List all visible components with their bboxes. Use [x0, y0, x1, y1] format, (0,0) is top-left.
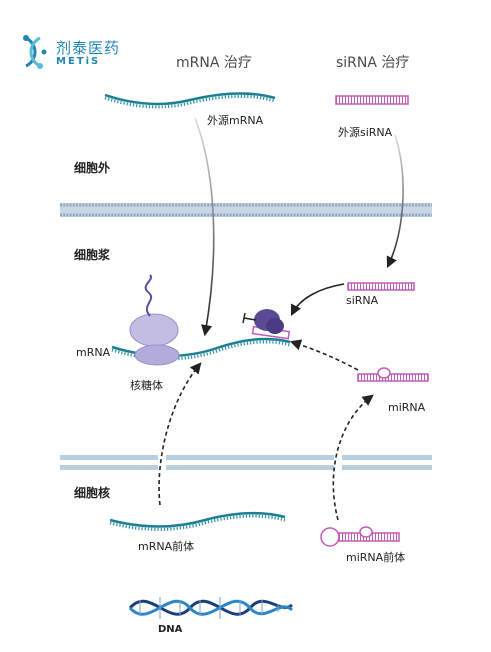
exogenous-sirna-strand — [335, 95, 409, 105]
metis-logo-icon — [23, 35, 47, 69]
brand-name-en: METiS — [56, 56, 101, 67]
cell-membrane — [60, 203, 432, 217]
exogenous-mrna-strand — [104, 92, 276, 109]
arrow-exo-mrna-to-cytoplasm — [194, 117, 215, 337]
sirna-therapy-title: siRNA 治疗 — [336, 55, 410, 71]
brand-name-cn: 剂泰医药 — [56, 39, 121, 57]
mirna-hairpin — [357, 367, 429, 382]
ribosome-icon — [129, 274, 180, 366]
pre-mrna-strand — [109, 511, 286, 531]
label-pre-mirna: miRNA前体 — [346, 551, 406, 564]
region-nucleus: 细胞核 — [74, 486, 111, 500]
risc-complex-icon — [254, 309, 284, 334]
arrow-pre-mrna-export — [158, 362, 202, 506]
arrow-exo-sirna-to-cytoplasm — [386, 134, 404, 269]
label-exo-mrna: 外源mRNA — [207, 114, 264, 127]
arrow-sirna-to-risc — [290, 283, 345, 317]
label-pre-mrna: mRNA前体 — [138, 540, 195, 553]
arrow-mirna-to-target — [289, 339, 359, 371]
region-extracellular: 细胞外 — [74, 161, 111, 175]
mrna-therapy-title: mRNA 治疗 — [176, 55, 252, 71]
label-ribosome: 核糖体 — [130, 379, 163, 392]
region-cytoplasm: 细胞浆 — [74, 248, 111, 262]
label-exo-sirna: 外源siRNA — [338, 126, 393, 139]
nuclear-envelope — [60, 455, 432, 470]
dna-helix-icon — [128, 597, 294, 619]
pre-mirna-hairpin — [320, 526, 400, 547]
label-mirna: miRNA — [388, 401, 426, 414]
label-mrna: mRNA — [76, 346, 111, 359]
label-sirna: siRNA — [346, 294, 379, 307]
label-dna: DNA — [158, 624, 183, 635]
arrow-pre-mirna-export — [332, 394, 374, 521]
inhibition-icon — [242, 312, 257, 324]
cytoplasm-sirna-strand — [347, 282, 415, 291]
